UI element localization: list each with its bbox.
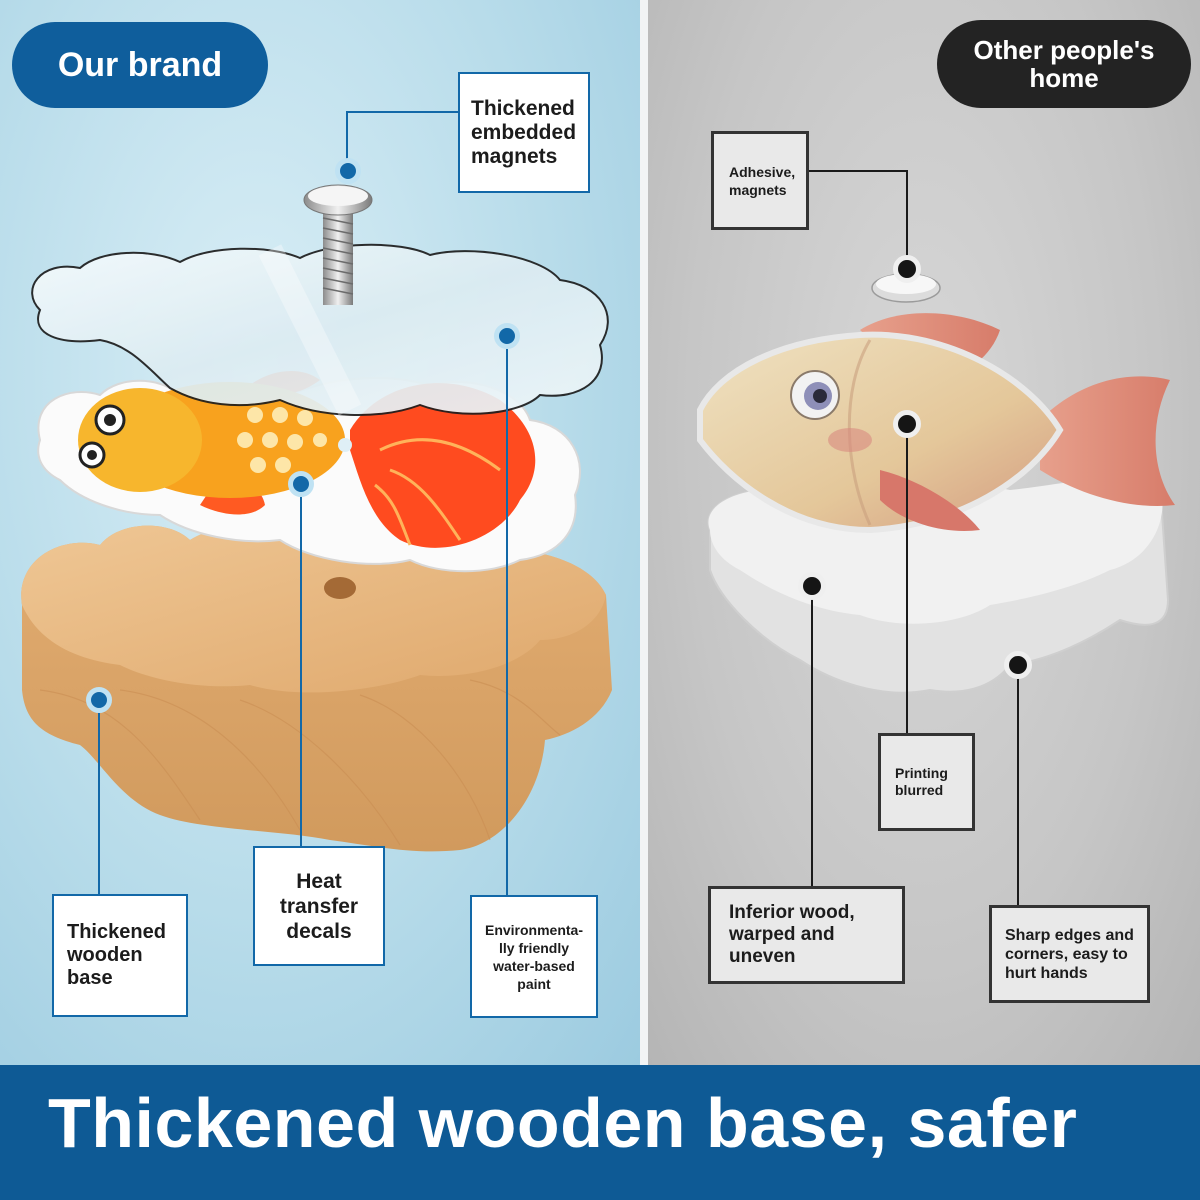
callout-line: wooden: [67, 944, 143, 966]
callout-line: uneven: [729, 946, 796, 967]
callout-line: embedded: [471, 120, 577, 144]
callout-wooden-base: Thickened wooden base: [52, 894, 188, 1017]
callout-line: Inferior wood,: [729, 902, 855, 923]
callout-printing: Printing blurred: [878, 733, 975, 831]
callout-dot: [335, 158, 361, 184]
callout-line: Heat: [296, 869, 342, 893]
bottom-banner: [0, 1065, 1200, 1200]
callout-line: blurred: [895, 782, 944, 798]
callout-paint: Environmenta- lly friendly water-based p…: [470, 895, 598, 1018]
callout-line: Printing: [895, 765, 948, 781]
panel-divider: [640, 0, 648, 1065]
other-brand-badge: Other people's home: [937, 20, 1191, 108]
callout-line: lly friendly: [498, 939, 570, 956]
callout-line: magnets: [471, 144, 558, 168]
callout-line: transfer: [279, 894, 359, 918]
callout-dot: [893, 410, 921, 438]
callout-line: hurt hands: [1005, 964, 1088, 982]
callout-decals: Heat transfer decals: [253, 846, 385, 966]
callout-line: magnets: [729, 181, 787, 198]
connector-line: [98, 700, 100, 896]
callout-line: water-based: [493, 957, 575, 974]
banner-headline: Thickened wooden base, safer: [48, 1084, 1078, 1162]
callout-inferior-wood: Inferior wood, warped and uneven: [708, 886, 905, 984]
callout-line: decals: [286, 919, 352, 943]
connector-line: [808, 170, 908, 172]
connector-line: [1017, 664, 1019, 906]
connector-line: [811, 585, 813, 887]
callout-line: Adhesive,: [729, 163, 796, 180]
callout-magnets: Thickened embedded magnets: [458, 72, 590, 193]
connector-line: [346, 111, 348, 171]
acrylic-plate: [31, 243, 609, 417]
our-brand-badge: Our brand: [12, 22, 268, 108]
callout-dot: [1004, 651, 1032, 679]
callout-dot: [494, 323, 520, 349]
callout-line: paint: [517, 975, 551, 992]
callout-line: base: [67, 967, 113, 989]
connector-line: [300, 484, 302, 848]
callout-line: warped and: [729, 924, 835, 945]
callout-line: Thickened: [67, 921, 166, 943]
inferior-fish: [697, 313, 1175, 534]
callout-line: Sharp edges and: [1005, 926, 1134, 944]
callout-line: Environmenta-: [484, 921, 583, 938]
magnet-screw: [303, 184, 373, 305]
connector-line: [346, 111, 460, 113]
callout-line: Thickened: [471, 96, 575, 120]
callout-dot: [798, 572, 826, 600]
connector-line: [906, 424, 908, 734]
wooden-base: [21, 523, 613, 852]
connector-line: [906, 170, 908, 268]
callout-dot: [893, 255, 921, 283]
callout-dot: [288, 471, 314, 497]
callout-adhesive: Adhesive, magnets: [711, 131, 809, 230]
callout-line: corners, easy to: [1005, 945, 1128, 963]
callout-dot: [86, 687, 112, 713]
connector-line: [506, 336, 508, 896]
callout-sharp-edges: Sharp edges and corners, easy to hurt ha…: [989, 905, 1150, 1003]
